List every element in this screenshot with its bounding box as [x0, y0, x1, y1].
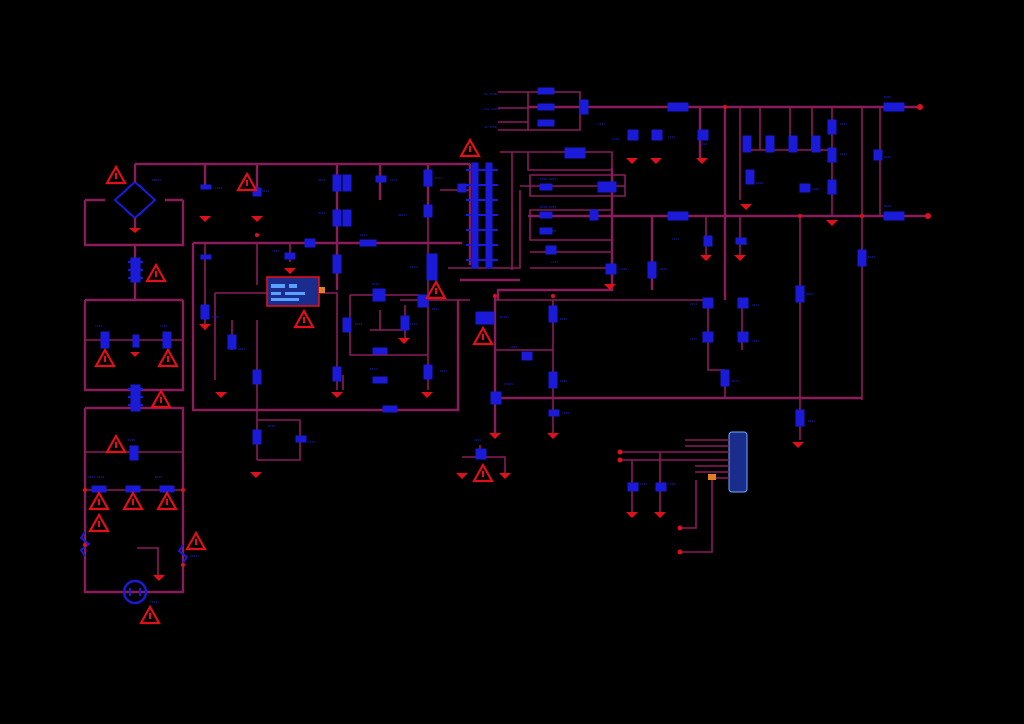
svg-text:C232: C232: [740, 242, 747, 246]
svg-text:ZD111: ZD111: [398, 213, 407, 217]
warning-triangle-icon: [94, 347, 116, 368]
choke-2: [128, 384, 143, 412]
warning-triangle-icon: [150, 388, 172, 409]
svg-text:C252: C252: [752, 339, 759, 343]
svg-text:C291: C291: [474, 438, 481, 442]
warning-triangle-icon: [293, 308, 315, 329]
warning-triangle-icon: [472, 462, 494, 483]
bridge-rectifier-icon: [113, 164, 157, 228]
svg-text:R253: R253: [868, 255, 875, 259]
svg-text:C131: C131: [308, 440, 315, 444]
svg-text:C282: C282: [562, 411, 569, 415]
svg-text:R202 R203: R202 R203: [540, 205, 556, 209]
svg-text:R105: R105: [128, 438, 135, 442]
svg-text:C281: C281: [510, 345, 517, 349]
svg-text:R161: R161: [432, 307, 439, 311]
primary-side: C103 D101 R111 R112 C111 D111 ZD111 Q101…: [135, 162, 521, 461]
svg-text:Q101: Q101: [410, 265, 417, 269]
warning-triangle-icon: [105, 433, 127, 454]
svg-text:R135: R135: [268, 424, 275, 428]
ac-inlet: [122, 579, 148, 605]
svg-text:C241: C241: [812, 187, 819, 191]
warning-triangle-icon: [185, 530, 207, 551]
svg-text:R112: R112: [318, 211, 325, 215]
svg-text:C251: C251: [690, 337, 697, 341]
svg-text:D101: D101: [262, 189, 269, 193]
svg-text:C121: C121: [272, 249, 279, 253]
svg-text:R142: R142: [355, 322, 362, 326]
svg-text:R101 R102: R101 R102: [88, 475, 104, 479]
svg-text:R141: R141: [372, 282, 379, 286]
svg-text:D241: D241: [884, 155, 891, 159]
warning-triangle-icon: [472, 325, 494, 346]
svg-text:Q212: Q212: [752, 303, 759, 307]
junction-dots: [83, 104, 931, 567]
svg-text:C214: C214: [700, 142, 707, 146]
warning-triangle-icon: [459, 137, 481, 158]
svg-text:CN101: CN101: [150, 600, 159, 604]
svg-text:R204 R205: R204 R205: [540, 229, 556, 233]
svg-text:IC201: IC201: [504, 382, 513, 386]
warning-triangle-icon: [425, 279, 447, 300]
warning-triangle-icon: [122, 490, 144, 511]
warning-markers: [88, 137, 494, 625]
svg-text:3V 3VSB: 3V 3VSB: [484, 125, 497, 129]
svg-text:R151: R151: [370, 367, 377, 371]
transformer-icon: [466, 162, 498, 269]
svg-text:R241: R241: [840, 122, 847, 126]
svg-text:R103: R103: [155, 475, 162, 479]
warning-triangle-icon: [157, 347, 179, 368]
svg-text:R281: R281: [560, 317, 567, 321]
svg-text:D201 R201: D201 R201: [540, 177, 556, 181]
svg-text:5V 5VSB: 5V 5VSB: [484, 92, 497, 96]
secondary-side: 5V 5VSB 12V 12VSB 3V 3VSB C211 C212 C213…: [462, 87, 930, 553]
svg-text:Q201: Q201: [756, 181, 763, 185]
warning-triangle-icon: [88, 512, 110, 533]
svg-text:R121: R121: [360, 233, 367, 237]
svg-text:C222: C222: [620, 267, 627, 271]
svg-text:R231: R231: [660, 267, 667, 271]
svg-text:C231: C231: [672, 237, 679, 241]
choke-1: [128, 257, 143, 283]
svg-text:R242: R242: [840, 152, 847, 156]
warning-triangle-icon: [88, 490, 110, 511]
svg-text:D111: D111: [435, 176, 442, 180]
svg-text:C111: C111: [390, 178, 397, 182]
svg-text:R251: R251: [884, 95, 891, 99]
svg-text:R131: R131: [212, 315, 219, 319]
warning-triangle-icon: [105, 164, 127, 185]
svg-text:VR101: VR101: [190, 554, 199, 558]
svg-text:C212: C212: [612, 137, 619, 141]
svg-text:R261: R261: [806, 292, 813, 296]
svg-text:R282: R282: [560, 379, 567, 383]
svg-text:R111: R111: [318, 178, 325, 182]
svg-text:C211: C211: [598, 122, 605, 126]
warning-triangle-icon: [236, 171, 258, 192]
pwm-controller-ic: [266, 276, 325, 307]
svg-text:C213: C213: [668, 135, 675, 139]
svg-text:C302: C302: [668, 482, 675, 486]
warning-triangle-icon: [139, 604, 161, 625]
svg-text:12V 12VSB: 12V 12VSB: [484, 107, 500, 111]
svg-text:C101: C101: [95, 324, 102, 328]
output-connector: [620, 431, 748, 553]
svg-text:DB101: DB101: [152, 178, 161, 182]
svg-text:R152: R152: [440, 369, 447, 373]
svg-text:C102: C102: [160, 324, 167, 328]
svg-text:C301: C301: [640, 482, 647, 486]
svg-text:D121: D121: [238, 347, 245, 351]
warning-triangle-icon: [145, 262, 167, 283]
svg-text:C221: C221: [551, 260, 558, 264]
input-section: DB101 C101 C102 R105 R101 R102 R103 VR10…: [79, 164, 199, 605]
svg-text:PC201: PC201: [500, 315, 509, 319]
ground-symbols: [129, 158, 838, 581]
svg-text:R271: R271: [732, 379, 739, 383]
svg-text:C103: C103: [215, 186, 222, 190]
warning-triangle-icon: [156, 490, 178, 511]
svg-text:C141: C141: [410, 322, 417, 326]
svg-text:R252: R252: [884, 204, 891, 208]
svg-text:R291: R291: [808, 419, 815, 423]
svg-text:Q211: Q211: [690, 302, 697, 306]
